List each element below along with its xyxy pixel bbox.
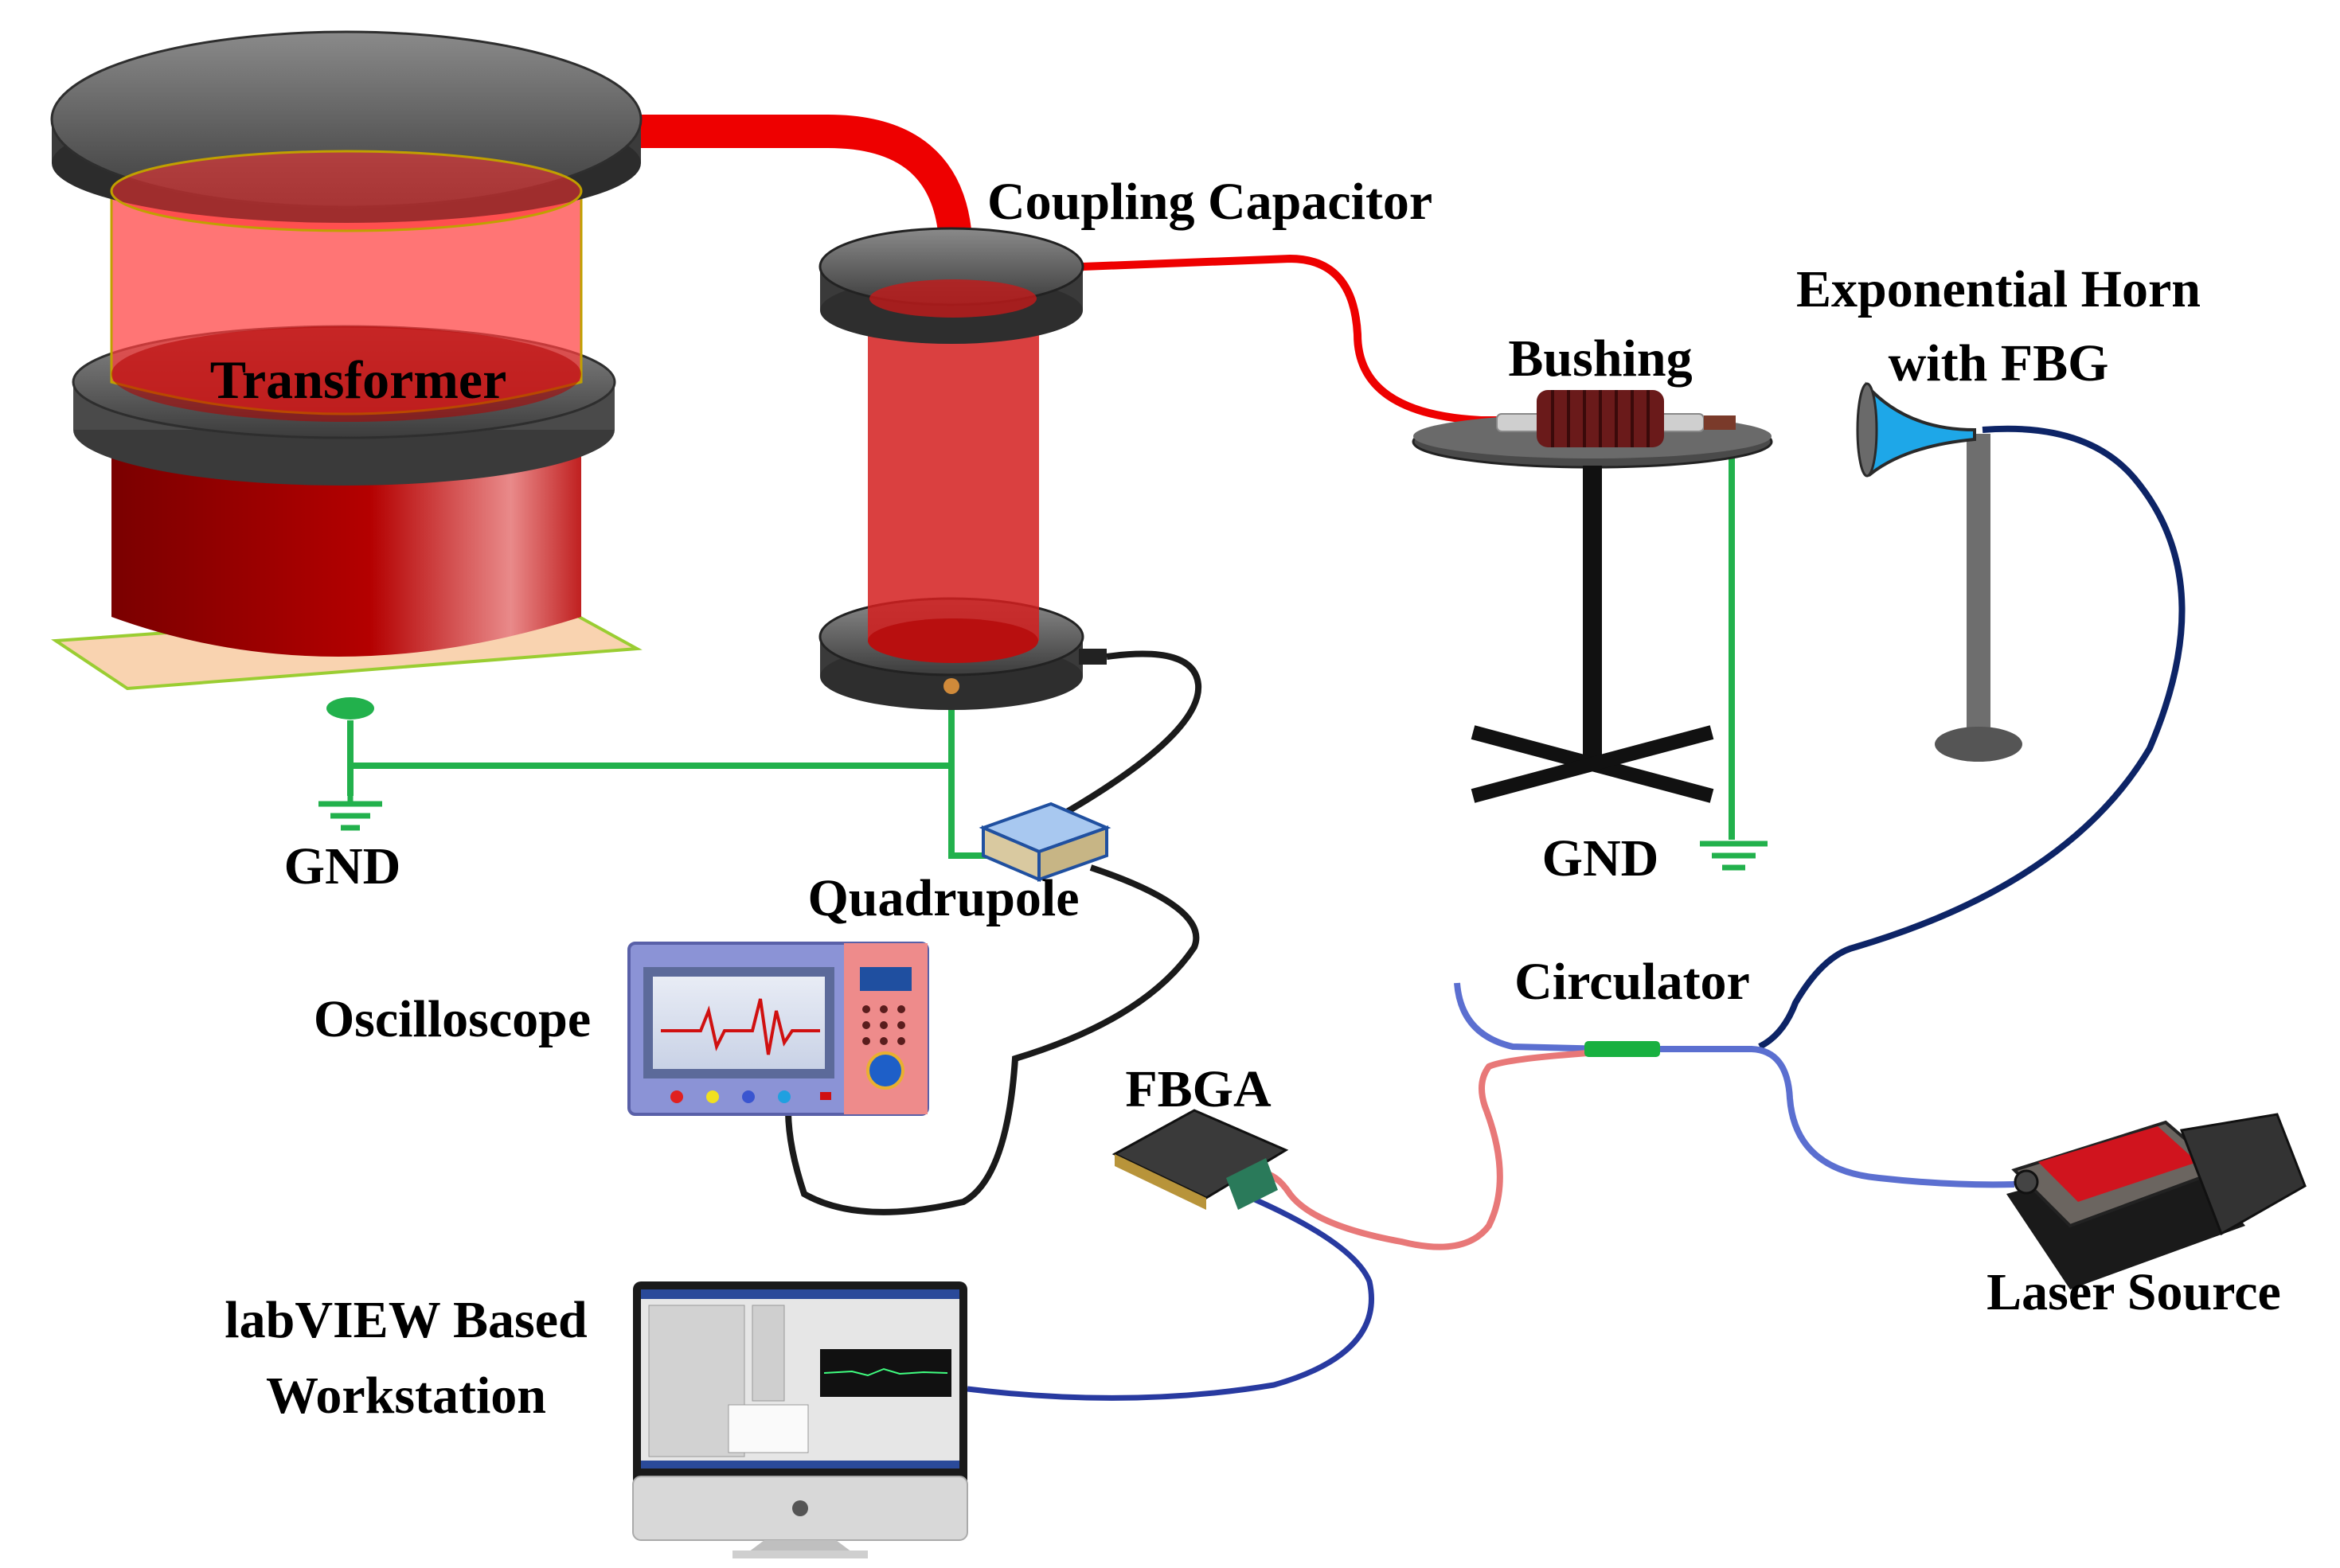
horn-stand-pole <box>1967 434 1990 740</box>
ground-line-capacitor <box>948 692 995 859</box>
laser-source-label: Laser Source <box>1986 1263 2281 1321</box>
horn-stand-base <box>1935 727 2022 762</box>
capacitor-body <box>868 298 1039 641</box>
laser-source <box>2006 1113 2307 1289</box>
fiber-circulator-to-fbga <box>1257 1049 1601 1250</box>
fiber-horn-to-circulator <box>1758 425 2186 1050</box>
transformer-ground-terminal <box>326 697 374 720</box>
fbga-module <box>1111 1109 1289 1210</box>
coupling-capacitor <box>818 227 1107 710</box>
transformer: Transformer <box>50 30 643 720</box>
gnd-right-label: GND <box>1542 829 1659 887</box>
hv-line-transformer-to-capacitor <box>629 115 972 240</box>
quadrupole-label: Quadrupole <box>807 869 1079 927</box>
oscilloscope-label: Oscilloscope <box>314 990 591 1048</box>
workstation-label-line2: Workstation <box>266 1367 546 1425</box>
oscilloscope-display <box>860 967 912 991</box>
hv-line-capacitor-to-bushing <box>1082 254 1513 424</box>
table-leg <box>1583 466 1602 768</box>
exponential-horn <box>1856 381 2022 762</box>
fiber-circulator-to-laser <box>1660 1046 2015 1188</box>
ground-symbol-icon <box>1700 841 1768 871</box>
horn-label-line1: Exponential Horn <box>1796 260 2201 318</box>
circulator <box>1584 1041 1660 1057</box>
workstation-label-line1: labVIEW Based <box>225 1291 587 1349</box>
oscilloscope <box>627 942 929 1116</box>
ground-symbol-icon <box>318 796 382 831</box>
waveform-icon <box>661 998 820 1055</box>
horn-label-line2: with FBG <box>1889 334 2109 392</box>
fiber-circulator-input <box>1454 982 1609 1052</box>
oscilloscope-keypad <box>862 1005 905 1045</box>
transformer-label: Transformer <box>210 349 507 410</box>
circulator-label: Circulator <box>1514 953 1750 1011</box>
signal-cable-capacitor-to-quadrupole <box>1065 650 1202 815</box>
quadrupole <box>979 802 1111 883</box>
bushing <box>1496 390 1736 447</box>
bushing-table <box>1412 414 1773 803</box>
wiring-layer <box>347 115 2186 1401</box>
fiber-fbga-to-workstation <box>967 1191 1374 1401</box>
coupling-capacitor-label: Coupling Capacitor <box>987 173 1432 231</box>
signal-cable-quadrupole-to-oscilloscope <box>785 864 1200 1215</box>
horn-bell <box>1865 381 1976 477</box>
workstation-monitor <box>632 1281 968 1558</box>
fbga-label: FBGA <box>1125 1060 1272 1118</box>
bushing-label: Bushing <box>1508 330 1692 388</box>
oscilloscope-knob <box>866 1051 904 1090</box>
capacitor-signal-connector <box>1079 649 1107 665</box>
gnd-left-label: GND <box>284 837 401 895</box>
